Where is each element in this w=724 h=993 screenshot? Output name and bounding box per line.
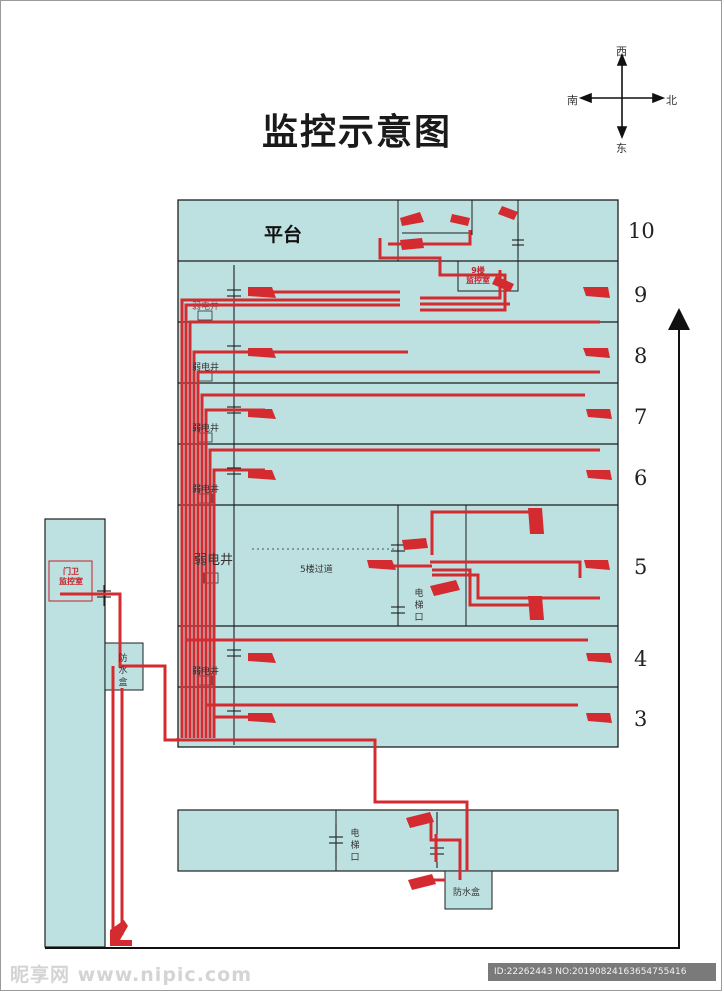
compass-east-label: 东	[616, 142, 627, 155]
camera-icon	[400, 212, 424, 226]
guard-control-room-label: 门卫 监控室	[59, 567, 83, 586]
weak-shaft-label: 弱电井	[192, 424, 220, 434]
camera-icon	[248, 653, 276, 663]
camera-icon	[586, 713, 612, 723]
camera-icon	[498, 206, 518, 220]
floor-number: 10	[628, 219, 655, 243]
compass-south-label: 南	[567, 94, 578, 107]
elevator-label: 电梯口	[414, 589, 424, 623]
floor-number: 8	[634, 344, 648, 368]
camera-icon	[248, 409, 276, 419]
camera-icon	[110, 920, 132, 946]
compass-icon	[578, 52, 666, 140]
floor-number: 9	[634, 283, 648, 307]
weak-shaft-label: 弱电井	[194, 553, 234, 568]
floor9-control-room-label: 9楼 监控室	[466, 266, 490, 285]
weak-shaft-label: 弱电井	[192, 485, 220, 495]
arrow-up-icon	[668, 308, 690, 330]
camera-icon	[583, 348, 610, 358]
weak-shaft-label: 弱电井	[192, 363, 220, 373]
compass-north-label: 北	[666, 94, 677, 107]
camera-icon	[583, 287, 610, 298]
camera-icon	[586, 470, 612, 480]
camera-icon	[584, 560, 610, 570]
camera-icon	[450, 214, 470, 226]
weak-shaft-label: 弱电井	[192, 302, 220, 312]
camera-icon	[406, 812, 434, 828]
floor-number: 4	[634, 647, 648, 671]
page-title: 监控示意图	[262, 112, 453, 153]
camera-icon	[248, 348, 276, 358]
lower-waterproof-box	[444, 870, 493, 910]
camera-icon	[430, 580, 460, 596]
image-id-bar: ID:22262443 NO:20190824163654755416	[488, 963, 716, 981]
main-building	[177, 199, 619, 748]
floor-number: 7	[634, 405, 648, 429]
floor5-corridor-label: 5楼过道	[300, 565, 333, 575]
camera-icon	[408, 874, 436, 890]
camera-icon	[492, 276, 514, 292]
guard-control-room	[48, 560, 93, 602]
lower-building	[177, 809, 619, 872]
riser-nodes	[97, 222, 524, 868]
camera-icon	[248, 470, 276, 480]
weak-shaft-label: 弱电井	[192, 667, 220, 677]
platform-label: 平台	[264, 224, 303, 246]
waterproof-box-label: 防水盒	[118, 654, 128, 688]
camera-icon	[586, 653, 612, 663]
floor-number: 5	[634, 555, 648, 579]
camera-icons	[110, 206, 612, 946]
camera-icon	[400, 238, 424, 250]
floor-number: 3	[634, 707, 648, 731]
camera-icon	[248, 713, 276, 723]
camera-icon	[528, 596, 544, 620]
camera-icon	[586, 409, 612, 419]
camera-icon	[367, 560, 396, 570]
compass-west-label: 西	[616, 45, 627, 58]
camera-icon	[528, 508, 544, 534]
route-line	[45, 318, 680, 949]
watermark: 昵享网 www.nipic.com	[10, 964, 253, 986]
cable-routes	[60, 230, 600, 942]
waterproof-box-label: 防水盒	[453, 888, 481, 898]
elevator-label: 电梯口	[350, 829, 360, 863]
camera-icon	[248, 287, 276, 298]
camera-icon	[402, 538, 428, 550]
floor-number: 6	[634, 466, 648, 490]
